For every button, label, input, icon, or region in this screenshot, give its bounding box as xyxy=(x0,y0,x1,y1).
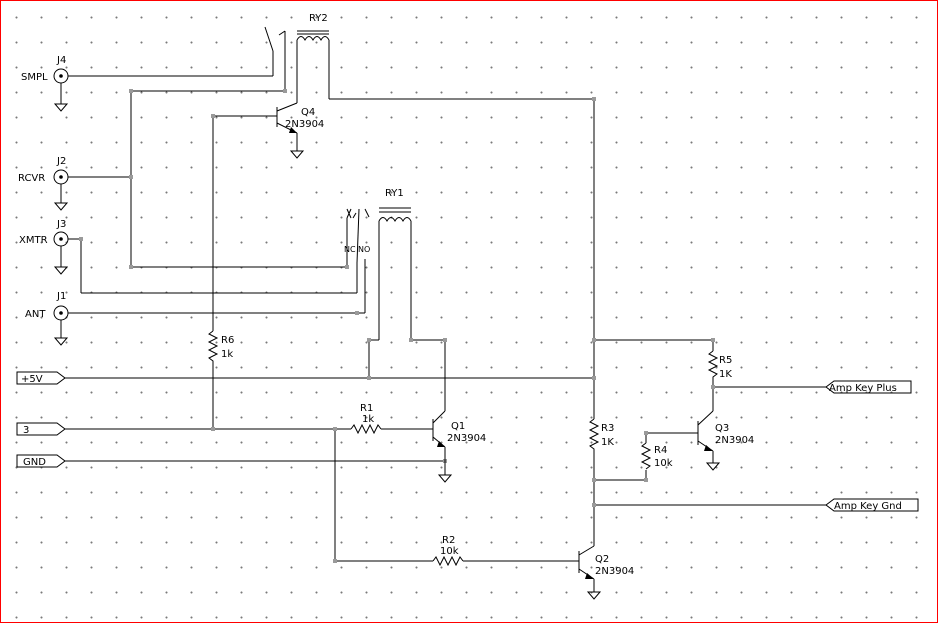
transistor-q2[interactable]: Q2 2N3904 xyxy=(578,545,634,600)
port-gnd[interactable]: GND xyxy=(16,454,66,468)
resistor-r4[interactable]: R4 10k xyxy=(640,442,673,470)
connector-j1[interactable]: J1 ANT xyxy=(25,291,365,346)
q3-part: 2N3904 xyxy=(715,435,754,446)
r6-ref: R6 xyxy=(221,335,234,346)
j4-label: SMPL xyxy=(21,72,48,83)
resistor-r1[interactable]: R1 1k xyxy=(350,403,382,435)
connector-j3[interactable]: J3 XMTR xyxy=(19,219,81,275)
transistor-q1[interactable]: Q1 2N3904 xyxy=(432,410,486,483)
port-amp-key-plus[interactable]: Amp Key Plus xyxy=(825,380,912,394)
port-vcc[interactable]: +5V xyxy=(16,371,66,385)
relay-ry2[interactable]: RY2 xyxy=(264,13,330,99)
port-amp-key-gnd[interactable]: Amp Key Gnd xyxy=(825,498,919,512)
r1-ref: R1 xyxy=(360,403,373,414)
relay-ry1[interactable]: RY1 NC NO xyxy=(344,188,412,340)
j4-ref: J4 xyxy=(56,55,66,66)
connector-j4[interactable]: J4 SMPL xyxy=(21,55,273,112)
resistor-r2[interactable]: R2 10k xyxy=(432,535,464,567)
q4-part: 2N3904 xyxy=(285,119,324,130)
port-input-3-label: 3 xyxy=(23,425,29,436)
j1-ref: J1 xyxy=(56,291,66,302)
r2-value: 10k xyxy=(440,546,459,557)
wiring xyxy=(65,90,826,562)
ry2-ref: RY2 xyxy=(309,13,328,24)
ry1-ref: RY1 xyxy=(385,188,404,199)
port-amp-key-plus-label: Amp Key Plus xyxy=(829,383,897,394)
junctions xyxy=(79,89,715,563)
j1-label: ANT xyxy=(25,309,46,320)
connector-j2[interactable]: J2 RCVR xyxy=(18,156,131,211)
resistor-r6[interactable]: R6 1k xyxy=(207,330,234,363)
j3-ref: J3 xyxy=(56,219,66,230)
r5-ref: R5 xyxy=(719,355,732,366)
j3-label: XMTR xyxy=(19,235,48,246)
r5-value: 1K xyxy=(719,369,732,380)
ry1-no-label: NO xyxy=(358,245,370,254)
r3-value: 1K xyxy=(601,437,614,448)
r3-ref: R3 xyxy=(601,423,614,434)
r6-value: 1k xyxy=(221,349,233,360)
r2-ref: R2 xyxy=(442,535,455,546)
port-input-3[interactable]: 3 xyxy=(16,422,66,436)
r4-value: 10k xyxy=(654,458,673,469)
q4-ref: Q4 xyxy=(301,107,315,118)
port-vcc-label: +5V xyxy=(21,374,43,385)
resistor-r3[interactable]: R3 1K xyxy=(588,418,614,452)
q2-part: 2N3904 xyxy=(595,566,634,577)
j2-ref: J2 xyxy=(56,156,66,167)
r4-ref: R4 xyxy=(654,445,667,456)
q3-ref: Q3 xyxy=(715,423,729,434)
ry1-nc-label: NC xyxy=(344,245,356,254)
q1-ref: Q1 xyxy=(451,421,465,432)
j2-label: RCVR xyxy=(18,173,45,184)
transistor-q3[interactable]: Q3 2N3904 xyxy=(697,410,754,471)
q2-ref: Q2 xyxy=(595,554,609,565)
port-amp-key-gnd-label: Amp Key Gnd xyxy=(834,501,902,512)
q1-part: 2N3904 xyxy=(447,433,486,444)
transistor-q4[interactable]: Q4 2N3904 xyxy=(276,102,324,159)
port-gnd-label: GND xyxy=(23,457,46,468)
r1-value: 1k xyxy=(362,414,374,425)
resistor-r5[interactable]: R5 1K xyxy=(707,350,732,380)
